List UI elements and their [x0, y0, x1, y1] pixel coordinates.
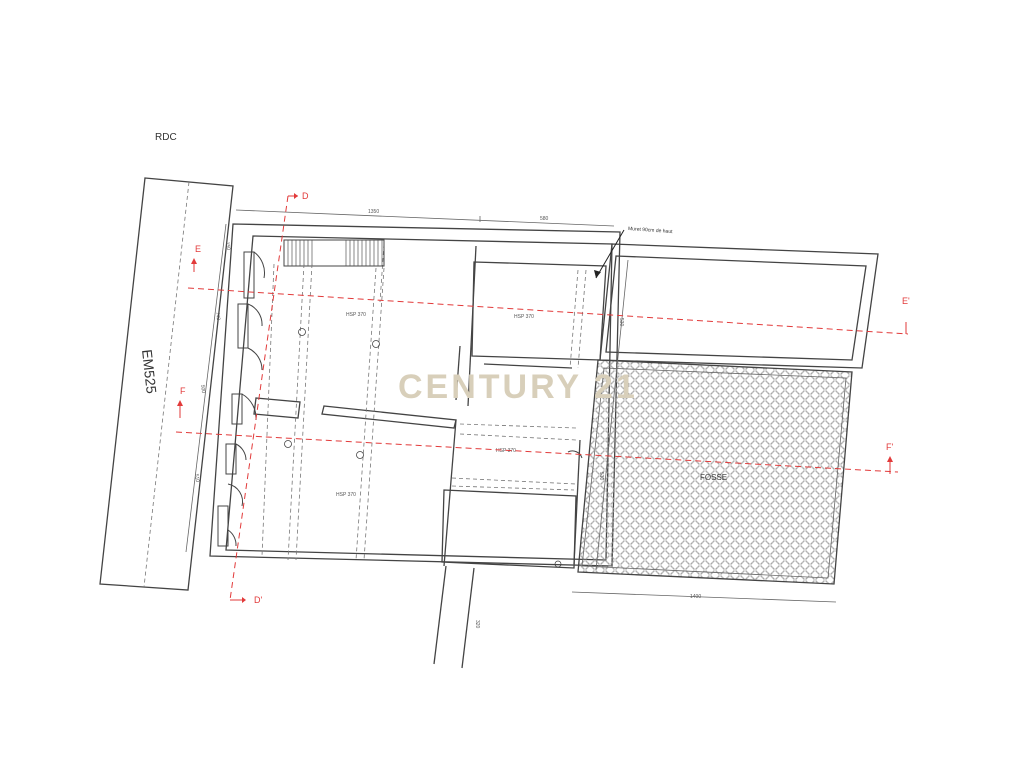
section-f-prime-label: F' [886, 442, 893, 452]
fosse-label: FOSSE [700, 473, 727, 482]
section-e-prime-label: E' [902, 296, 910, 306]
section-lines: D D' E E' F F' [175, 191, 910, 605]
watermark-logo: CENTURY 21 [398, 368, 638, 406]
dim-right-vertical: 530 [598, 472, 604, 481]
dim-mid-vertical: 530 [618, 318, 624, 327]
hsp-label-d: HSP 370 [336, 492, 356, 498]
dim-left-2: 742 [214, 311, 221, 320]
dim-bottom-stub: 320 [474, 620, 480, 629]
note-annotation: Muret 90cm de haut [594, 226, 673, 279]
section-e-label: E [195, 244, 201, 254]
road-label: EM525 [139, 349, 160, 395]
dimension-lines: 1350 580 150 742 500 510 530 530 1400 32… [185, 209, 837, 629]
hsp-label-a: HSP 370 [346, 312, 366, 318]
section-f-label: F [180, 386, 186, 396]
plan-title: RDC [155, 132, 177, 143]
dim-bottom: 1400 [690, 594, 701, 600]
columns [284, 328, 562, 568]
fosse-area: FOSSE [577, 259, 853, 585]
section-d-prime-label: D' [254, 595, 262, 605]
beams [261, 263, 587, 561]
section-d-label: D [302, 191, 309, 201]
dim-left-3: 500 [199, 384, 206, 393]
interior-walls [253, 243, 607, 569]
hsp-label-b: HSP 370 [514, 314, 534, 320]
hsp-label-c: HSP 370 [496, 448, 516, 454]
dim-top-left: 1350 [368, 209, 379, 215]
dim-left-1: 150 [224, 241, 231, 250]
road-strip: EM525 [99, 177, 234, 591]
dim-top-right: 580 [540, 216, 549, 222]
note-label: Muret 90cm de haut [628, 226, 673, 235]
height-labels: HSP 370 HSP 370 HSP 370 HSP 370 [336, 312, 534, 498]
staircase [283, 239, 385, 267]
bottom-stub [433, 565, 475, 669]
dim-left-4: 510 [193, 473, 200, 482]
